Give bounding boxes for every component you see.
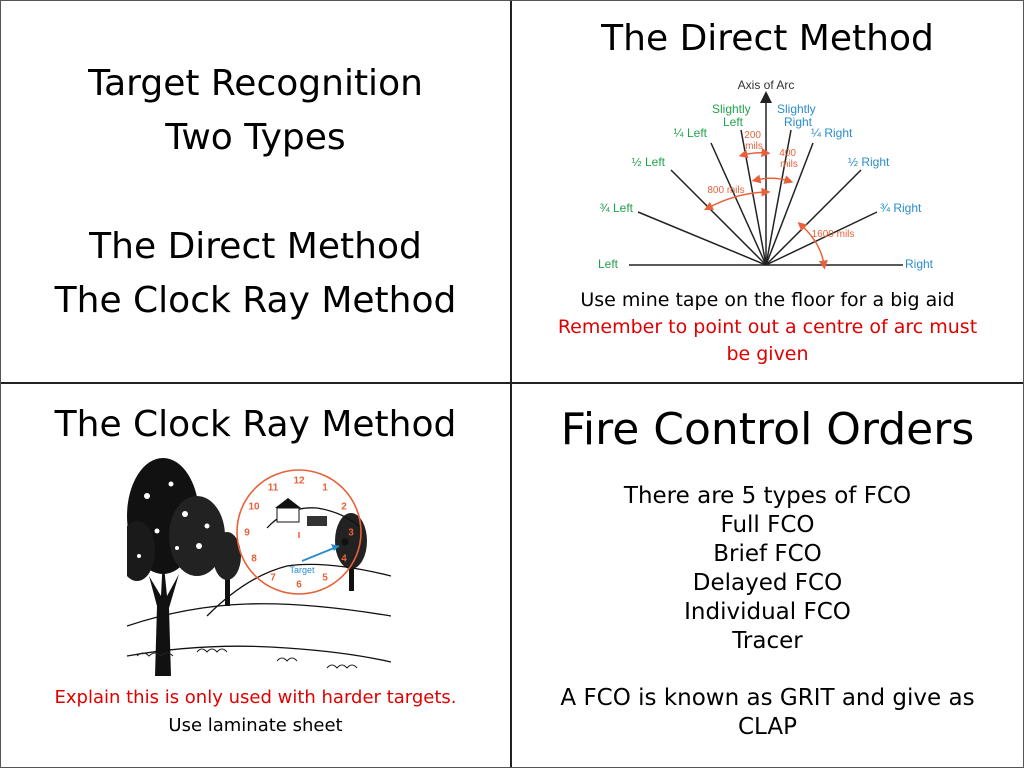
quarter-right-label: ¼ Right [811, 126, 853, 140]
mil-arcs [704, 148, 828, 270]
target-arrow [301, 545, 340, 562]
clock-number-10: 10 [248, 502, 260, 513]
method-direct: The Direct Method [89, 226, 422, 267]
scrub [136, 648, 358, 669]
clock-ray-notes: Explain this is only used with harder ta… [0, 684, 511, 740]
left-label: Left [598, 257, 619, 271]
direct-method-title: The Direct Method [601, 18, 934, 59]
clock-number-12: 12 [293, 476, 305, 487]
half-right-label: ½ Right [848, 155, 890, 169]
ray-quarter-left [710, 142, 767, 266]
note-harder-targets: Explain this is only used with harder ta… [54, 687, 457, 708]
mils-1600-label: 1600 mils [812, 229, 855, 240]
fco-type-item: Brief FCO [713, 541, 822, 567]
arc-diagram: Axis of Arc Slightly Left Slightly Right… [598, 78, 934, 271]
target-recognition-panel: Target Recognition Two Types The Direct … [0, 0, 511, 384]
ray-slightly-right [765, 129, 792, 266]
ray-half-right [765, 169, 862, 266]
right-label: Right [905, 257, 934, 271]
half-left-label: ½ Left [632, 155, 666, 169]
target-recognition-heading: Target Recognition Two Types [0, 57, 511, 165]
clock-number-4: 4 [341, 554, 347, 565]
arc-1600-mils [797, 221, 828, 270]
clock-ray-title: The Clock Ray Method [54, 404, 457, 445]
method-clock-ray: The Clock Ray Method [54, 280, 457, 321]
arc-400-mils [751, 174, 794, 184]
clock-number-9: 9 [244, 528, 250, 539]
clock-number-11: 11 [268, 483, 279, 494]
fco-intro: There are 5 types of FCO [623, 483, 912, 509]
clock-ray-panel: The Clock Ray Method [0, 384, 511, 768]
fco-footer: A FCO is known as GRIT and give as CLAP [511, 684, 1024, 742]
clock-number-2: 2 [341, 502, 347, 513]
title-line-2: Two Types [165, 117, 346, 158]
arc-800-mils [704, 187, 771, 211]
slightly-right-label: Slightly Right [777, 102, 819, 129]
direct-method-panel: The Direct Method [511, 0, 1024, 384]
mils-400-label: 400 mils [779, 148, 798, 170]
slightly-left-label: Slightly Left [712, 102, 754, 129]
title-line-1: Target Recognition [88, 63, 423, 104]
building [275, 498, 327, 526]
clock-number-8: 8 [251, 554, 257, 565]
vertical-divider [510, 0, 512, 768]
fco-type-item: Delayed FCO [692, 570, 843, 596]
quarter-left-label: ¼ Left [674, 126, 708, 140]
clock-number-7: 7 [270, 573, 276, 584]
ray-quarter-right [765, 142, 814, 266]
direct-method-notes: Use mine tape on the floor for a big aid… [511, 287, 1024, 368]
fire-control-orders-panel: Fire Control Orders There are 5 types of… [511, 384, 1024, 768]
mils-800-label: 800 mils [707, 185, 744, 196]
fco-type-item: Tracer [732, 628, 803, 654]
three-quarter-left-label: ¾ Left [600, 201, 634, 215]
axis-of-arc-label: Axis of Arc [738, 78, 795, 92]
note-centre-of-arc-2: be given [726, 343, 809, 365]
clock-number-3: 3 [348, 528, 354, 539]
clock-face [236, 469, 362, 595]
fco-type-item: Individual FCO [684, 599, 851, 625]
note-mine-tape: Use mine tape on the floor for a big aid [580, 289, 955, 311]
fco-type-item: Full FCO [720, 512, 815, 538]
ray-half-left [670, 169, 767, 266]
arc-rays [629, 91, 903, 266]
fco-grit-line-1: A FCO is known as GRIT and give as [560, 685, 975, 711]
note-laminate-sheet: Use laminate sheet [168, 715, 343, 736]
methods-list: The Direct Method The Clock Ray Method [0, 220, 511, 328]
clock-number-1: 1 [322, 483, 328, 494]
clock-number-5: 5 [322, 573, 328, 584]
fco-grit-line-2: CLAP [737, 714, 797, 740]
note-centre-of-arc-1: Remember to point out a centre of arc mu… [557, 316, 978, 338]
target-marker [341, 538, 349, 546]
mils-200-label: 200 mils [744, 130, 763, 152]
fco-types-list: There are 5 types of FCO Full FCO Brief FC… [511, 482, 1024, 656]
ray-three-quarter-left [637, 211, 767, 266]
fco-title: Fire Control Orders [560, 404, 975, 455]
three-quarter-right-label: ¾ Right [880, 201, 922, 215]
target-label: Target [289, 565, 315, 575]
clock-number-6: 6 [296, 580, 302, 591]
horizontal-divider [0, 382, 1024, 384]
target-arrow-head [331, 544, 339, 551]
arc-200-mils [738, 148, 771, 159]
tree-middle [213, 513, 367, 606]
